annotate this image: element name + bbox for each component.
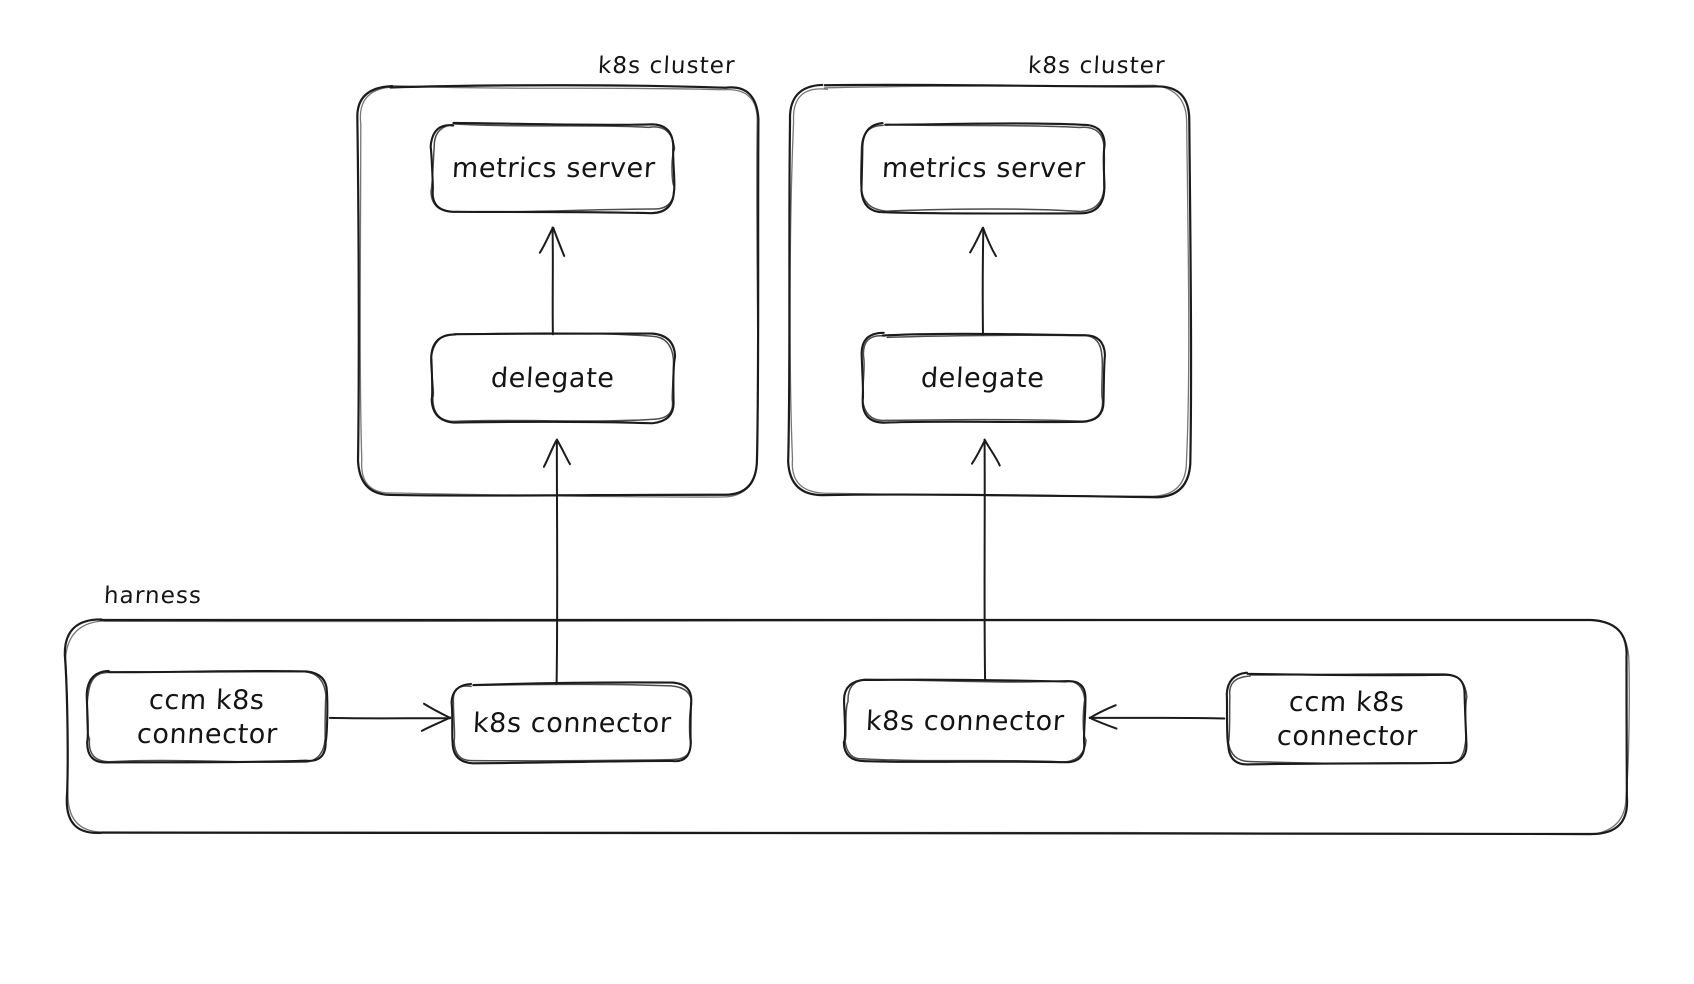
edge-edge-delegate-to-metrics-right-arrowhead-1 bbox=[969, 227, 984, 254]
edge-edge-k8s-connector-to-delegate-left-line bbox=[555, 439, 559, 685]
edge-edge-delegate-to-metrics-right-arrowhead-2 bbox=[982, 226, 997, 258]
node-label-metrics-server-right: metrics server bbox=[880, 152, 1086, 184]
edge-edge-k8s-connector-to-delegate-left-arrowhead-2 bbox=[556, 439, 571, 466]
group-label-harness: harness bbox=[103, 583, 203, 609]
node-label-metrics-server-left: metrics server bbox=[450, 152, 656, 184]
edge-edge-ccm-to-k8s-connector-right-arrowhead-2 bbox=[1088, 716, 1118, 730]
edge-edge-ccm-to-k8s-connector-right-line bbox=[1088, 716, 1226, 720]
group-label-cluster-right: k8s cluster bbox=[1027, 53, 1167, 79]
node-k8s-connector-left[interactable] bbox=[450, 681, 693, 765]
edge-edge-k8s-connector-to-delegate-left-arrowhead-1 bbox=[542, 438, 558, 468]
node-label-delegate-right: delegate bbox=[920, 362, 1046, 394]
group-label-cluster-left: k8s cluster bbox=[597, 53, 737, 79]
edge-edge-ccm-to-k8s-connector-right-arrowhead-1 bbox=[1088, 704, 1117, 720]
group-cluster-right-sketch-overlay bbox=[789, 84, 1190, 498]
group-cluster-right bbox=[787, 83, 1193, 499]
node-label-ccm-k8s-connector-right-line-2: connector bbox=[1275, 720, 1418, 752]
node-delegate-right-sketch-overlay bbox=[861, 334, 1104, 422]
edge-edge-k8s-connector-to-delegate-right-arrowhead-2 bbox=[983, 438, 1001, 467]
edge-edge-k8s-connector-to-delegate-right-line bbox=[983, 438, 987, 681]
node-ccm-k8s-connector-right-sketch-overlay bbox=[1227, 673, 1468, 765]
node-metrics-server-right[interactable] bbox=[860, 122, 1106, 215]
node-metrics-server-right-sketch-overlay bbox=[860, 123, 1106, 213]
node-metrics-server-left-sketch-overlay bbox=[430, 123, 676, 213]
node-label-ccm-k8s-connector-right-line-1: ccm k8s bbox=[1288, 686, 1406, 718]
node-label-delegate-left: delegate bbox=[490, 362, 616, 394]
edge-edge-ccm-to-k8s-connector-left-arrowhead-1 bbox=[422, 702, 451, 719]
group-cluster-left-sketch-overlay bbox=[359, 85, 759, 498]
group-cluster-left bbox=[356, 84, 760, 497]
node-ccm-k8s-connector-left-sketch-overlay bbox=[86, 670, 327, 764]
edge-edge-ccm-to-k8s-connector-left-arrowhead-2 bbox=[420, 716, 452, 732]
node-label-k8s-connector-right: k8s connector bbox=[864, 705, 1065, 737]
edge-edge-delegate-to-metrics-right-line bbox=[981, 227, 985, 336]
node-delegate-left-sketch-overlay bbox=[430, 332, 675, 423]
node-k8s-connector-right-sketch-overlay bbox=[844, 678, 1087, 763]
edge-edge-delegate-to-metrics-left-arrowhead-2 bbox=[552, 226, 566, 257]
edge-edge-delegate-to-metrics-left-arrowhead-1 bbox=[538, 227, 554, 254]
node-label-ccm-k8s-connector-left-line-2: connector bbox=[135, 718, 278, 750]
edge-edge-k8s-connector-to-delegate-right-arrowhead-1 bbox=[970, 439, 986, 465]
node-label-k8s-connector-left: k8s connector bbox=[471, 707, 672, 739]
node-label-ccm-k8s-connector-left-line-1: ccm k8s bbox=[148, 684, 266, 716]
node-k8s-connector-left-sketch-overlay bbox=[452, 683, 693, 762]
